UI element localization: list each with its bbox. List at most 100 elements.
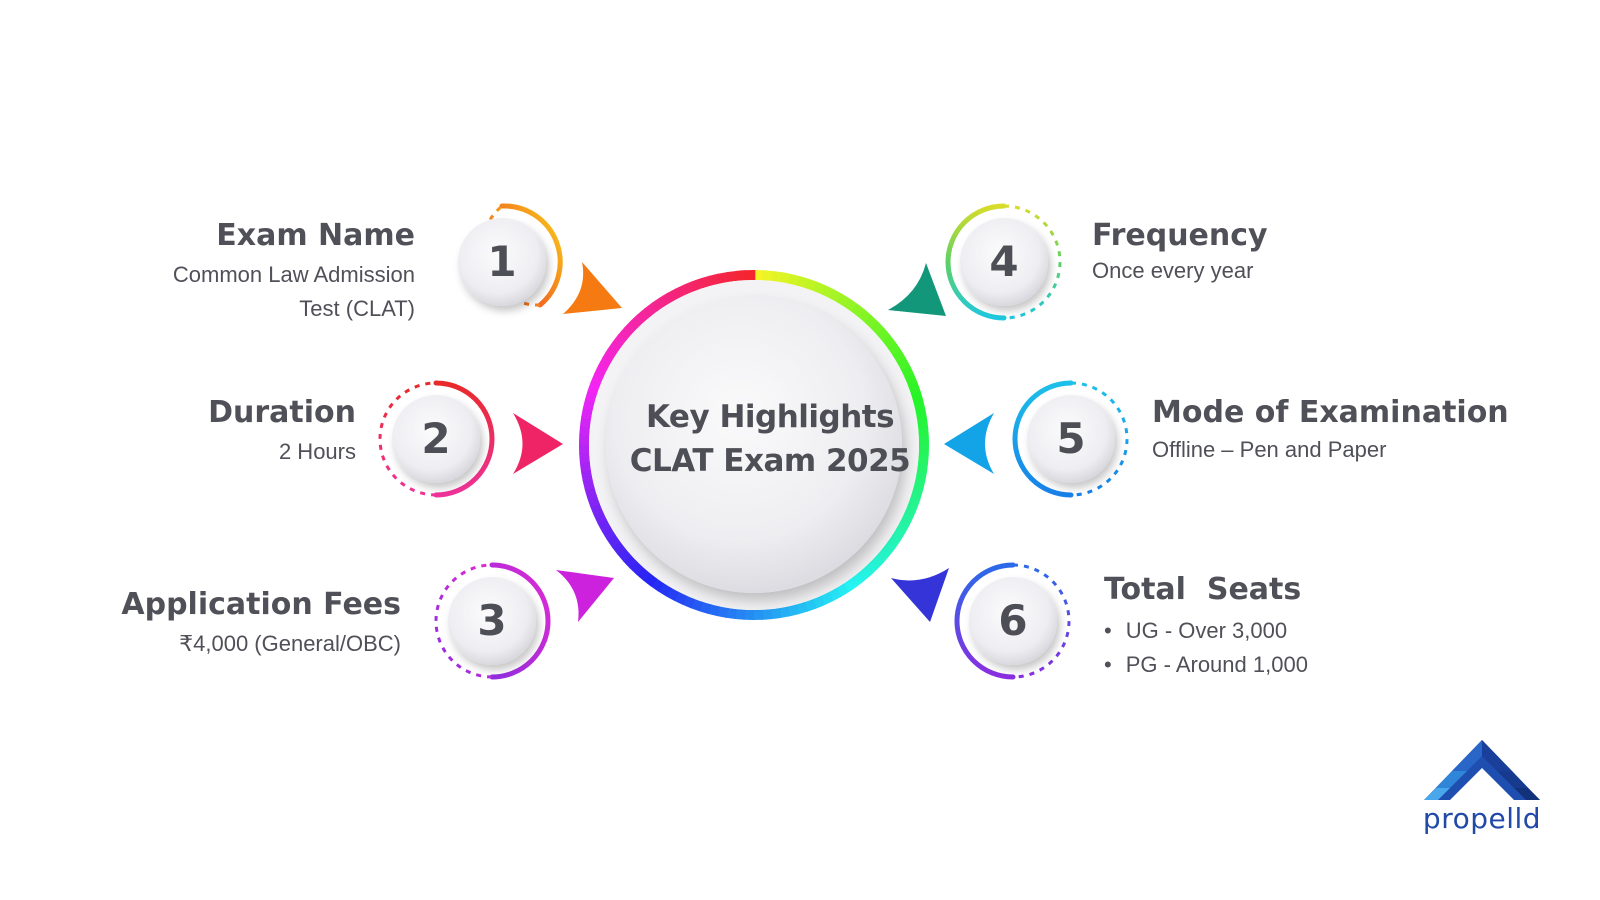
ring-segment <box>734 608 746 620</box>
ring-segment <box>857 309 873 324</box>
ring-segment <box>864 314 879 330</box>
ring-segment <box>735 270 747 281</box>
ring-segment <box>598 356 612 371</box>
ring-segment <box>606 533 621 548</box>
ring-segment <box>827 587 842 602</box>
item-6-bullet-pg: PG - Around 1,000 <box>1104 648 1308 682</box>
ring-segment <box>707 604 720 617</box>
ring-segment <box>681 595 695 609</box>
ring-segment <box>876 327 891 343</box>
ring-segment <box>856 567 872 582</box>
pointer-arrow-6 <box>891 568 949 622</box>
item-3-label: Application Fees ₹4,000 (General/OBC) <box>121 587 401 661</box>
ring-segment <box>725 607 737 620</box>
ring-segment <box>674 284 689 298</box>
ring-6 <box>954 562 1071 680</box>
ring-segment <box>590 372 604 386</box>
ring-segment <box>910 487 924 501</box>
ring-segment <box>636 308 652 323</box>
center-disc <box>606 297 902 593</box>
item-4-title: Frequency <box>1092 218 1268 253</box>
ring-segment <box>811 595 826 609</box>
ring-segment <box>657 582 672 597</box>
ring-segment <box>601 526 616 541</box>
ring-segment <box>828 289 843 303</box>
center-title-line2: CLAT Exam 2025 <box>629 443 911 479</box>
number-5: 5 <box>1056 414 1086 463</box>
item-1-desc-line1: Common Law Admission <box>172 262 415 287</box>
ring-segment <box>917 453 929 465</box>
ring-segment <box>579 416 592 428</box>
ring-segment <box>915 470 927 483</box>
number-1: 1 <box>487 237 517 286</box>
ring-segment <box>803 599 817 612</box>
item-1-desc: Common Law Admission Test (CLAT) <box>173 258 415 326</box>
ring-segment <box>617 547 632 563</box>
ring-segment <box>593 510 607 525</box>
ring-segment <box>842 578 857 593</box>
ring-segment <box>716 606 729 618</box>
ring-segment <box>611 540 626 556</box>
ring-segment <box>916 417 929 430</box>
ring-segment <box>579 460 592 473</box>
ring-segment <box>915 408 928 421</box>
item-1-label: Exam Name Common Law Admission Test (CLA… <box>173 218 415 326</box>
ring-segment <box>602 348 617 363</box>
item-6-bullet-ug: UG - Over 3,000 <box>1104 614 1308 648</box>
ring-segment <box>665 587 680 601</box>
ring-segment <box>881 541 896 557</box>
ring-segment <box>904 373 918 388</box>
ring-segment <box>587 494 600 508</box>
ring-segment <box>778 606 791 619</box>
ring-segment <box>813 281 827 295</box>
ring-segment <box>900 512 914 526</box>
ring-segment <box>650 577 665 592</box>
ring-1 <box>458 203 563 308</box>
ring-segment <box>835 583 850 598</box>
ring-segment <box>629 560 644 576</box>
ring-segment <box>635 566 651 581</box>
ring-4 <box>945 203 1062 321</box>
ring-segment <box>623 554 638 569</box>
center-title-line1: Key Highlights <box>645 399 895 435</box>
item-1-desc-line2: Test (CLAT) <box>299 296 415 321</box>
ring-segment <box>896 357 911 372</box>
ring-segment <box>717 271 730 284</box>
ring-segment <box>762 270 774 282</box>
ring-segment <box>901 365 915 380</box>
item-4-label: Frequency Once every year <box>1092 218 1268 288</box>
ring-segment <box>836 293 851 308</box>
item-2-title: Duration <box>208 395 356 430</box>
ring-5 <box>1012 380 1129 498</box>
item-3-desc: ₹4,000 (General/OBC) <box>179 631 401 656</box>
ring-2 <box>378 380 495 498</box>
ring-segment <box>771 270 783 283</box>
ring-segment <box>590 502 604 517</box>
ring-segment <box>690 598 704 612</box>
ring-segment <box>708 273 721 286</box>
ring-segment <box>699 275 713 289</box>
ring-segment <box>579 452 590 464</box>
ring-segment <box>607 341 622 356</box>
ring-segment <box>869 555 885 570</box>
item-2-desc: 2 Hours <box>278 439 356 464</box>
ring-segment <box>579 425 591 437</box>
ring-segment <box>870 321 885 336</box>
item-5-label: Mode of Examination Offline – Pen and Pa… <box>1152 395 1509 467</box>
ring-segment <box>651 297 666 312</box>
ring-segment <box>779 272 792 284</box>
number-2: 2 <box>421 414 451 463</box>
item-5-title: Mode of Examination <box>1152 395 1509 430</box>
ring-segment <box>892 349 907 364</box>
item-1-title: Exam Name <box>216 218 415 253</box>
pointer-arrow-3 <box>556 570 614 622</box>
item-2-label: Duration 2 Hours <box>208 395 356 469</box>
ring-segment <box>821 285 835 299</box>
pointer-arrow-4 <box>888 263 946 316</box>
ring-3 <box>434 562 551 680</box>
ring-segment <box>642 572 658 587</box>
ring-segment <box>875 548 890 564</box>
ring-segment <box>623 320 639 335</box>
pointer-arrow-2 <box>513 413 563 474</box>
ring-segment <box>804 278 818 292</box>
